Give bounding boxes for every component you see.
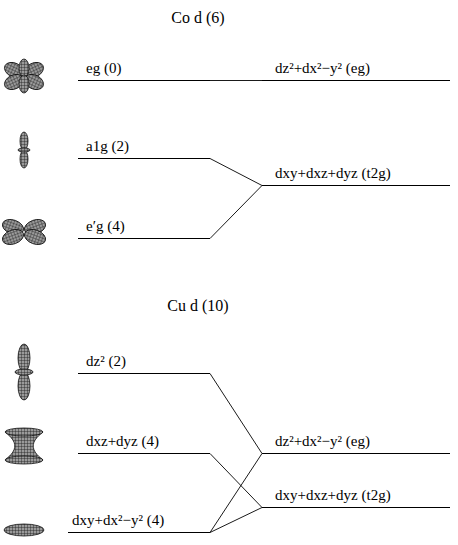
- energy-level: e′g (4): [78, 217, 210, 239]
- correlation-line: [210, 159, 262, 186]
- energy-level: dxz+dyz (4): [78, 432, 210, 454]
- metal-heading: Co d (6): [171, 8, 224, 27]
- energy-level: dz² (2): [78, 352, 210, 374]
- energy-level: dz²+dx²−y² (eg): [262, 59, 450, 81]
- correlation-line: [210, 454, 262, 533]
- correlation-line: [210, 186, 262, 239]
- dz2-orbital: [15, 344, 33, 400]
- metal-heading: Cu d (10): [167, 296, 228, 315]
- level-label: dz²+dx²−y² (eg): [275, 432, 450, 450]
- disk-orbital: [4, 524, 44, 536]
- correlation-line: [210, 508, 262, 533]
- energy-level: eg (0): [78, 59, 210, 81]
- clover-orbital: [2, 59, 46, 93]
- energy-level: dxy+dx²−y² (4): [68, 511, 210, 533]
- level-label: dz²+dx²−y² (eg): [275, 59, 450, 77]
- level-label: dxy+dxz+dyz (t2g): [275, 486, 450, 504]
- clover-orbital: [0, 217, 47, 248]
- dz2-orbital: [18, 132, 30, 168]
- energy-level: a1g (2): [78, 137, 210, 159]
- energy-level: dxy+dxz+dyz (t2g): [262, 486, 450, 508]
- level-label: dz² (2): [86, 352, 210, 370]
- level-label: dxz+dyz (4): [86, 432, 210, 450]
- level-label: a1g (2): [86, 137, 210, 155]
- level-label: dxy+dx²−y² (4): [72, 511, 210, 529]
- correlation-line: [210, 80, 262, 81]
- correlation-line: [210, 374, 262, 454]
- level-label: eg (0): [86, 59, 210, 77]
- hourglass-orbital: [5, 428, 43, 464]
- level-label: dxy+dxz+dyz (t2g): [275, 164, 450, 182]
- level-label: e′g (4): [86, 217, 210, 235]
- correlation-line: [210, 454, 262, 508]
- energy-level: dxy+dxz+dyz (t2g): [262, 164, 450, 186]
- energy-level: dz²+dx²−y² (eg): [262, 432, 450, 454]
